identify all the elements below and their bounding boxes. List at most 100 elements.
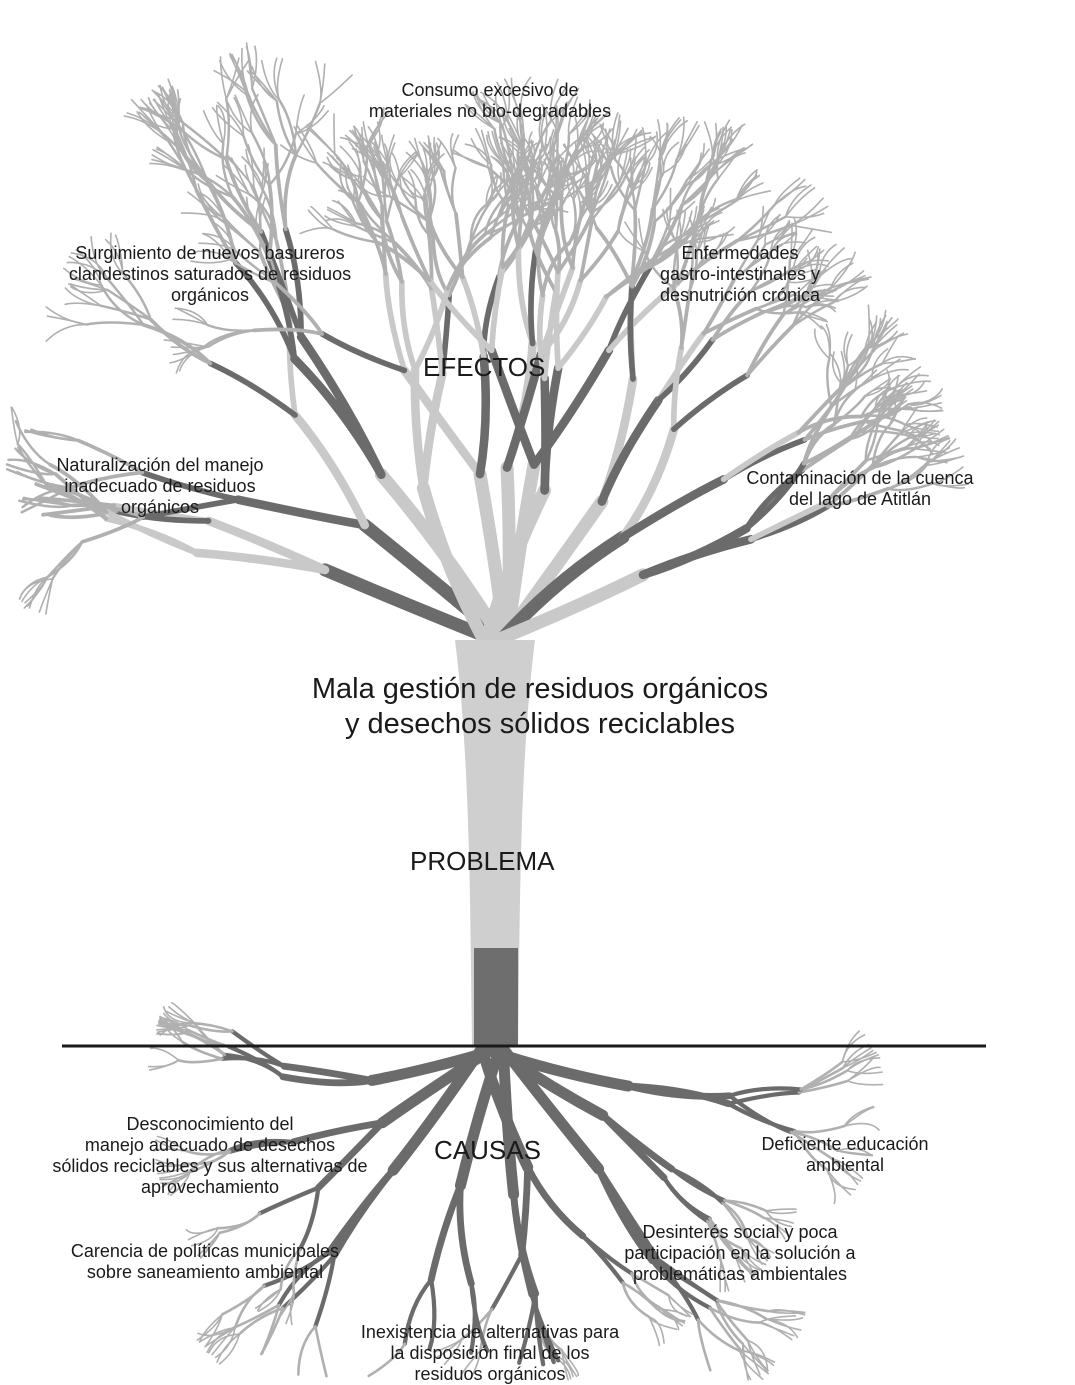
tree-branch — [242, 135, 271, 187]
tree-twig — [167, 78, 181, 128]
tree-twig — [319, 74, 353, 105]
tree-twig — [465, 104, 496, 130]
tree-branch — [842, 362, 884, 389]
tree-twig — [168, 89, 179, 135]
tree-root — [198, 1313, 224, 1343]
tree-twig — [618, 147, 629, 183]
tree-twig — [867, 330, 898, 350]
tree-branch — [540, 363, 563, 495]
tree-root — [746, 1237, 775, 1254]
tree-root — [765, 1317, 804, 1321]
tree-twig — [261, 147, 265, 190]
central-problem-line-1: Mala gestión de residuos orgánicos — [311, 673, 769, 705]
tree-twig — [611, 112, 619, 154]
tree-twig — [233, 97, 245, 138]
tree-twig — [659, 119, 682, 156]
tree-branch — [400, 366, 485, 479]
tree-branch — [30, 428, 80, 442]
tree-twig — [351, 147, 383, 172]
tree-twig — [773, 185, 807, 206]
tree-root — [667, 1294, 692, 1318]
tree-root — [621, 1281, 651, 1319]
tree-branch — [99, 304, 153, 321]
tree-branch — [688, 254, 709, 293]
tree-root — [460, 1349, 482, 1375]
tree-root — [727, 1093, 794, 1135]
tree-root — [746, 1237, 769, 1262]
tree-branch — [618, 424, 679, 542]
tree-root — [669, 1166, 727, 1203]
tree-branch — [762, 293, 808, 313]
tree-twig — [784, 187, 816, 218]
tree-twig — [736, 190, 772, 202]
tree-twig — [68, 255, 103, 287]
tree-twig — [925, 457, 958, 467]
tree-branch — [571, 179, 598, 230]
tree-branch — [278, 99, 298, 156]
tree-root — [739, 1247, 767, 1266]
tree-root — [654, 1256, 701, 1322]
tree-root — [599, 1111, 676, 1173]
tree-branch — [796, 414, 864, 435]
tree-root — [696, 1318, 712, 1372]
tree-root — [696, 1318, 741, 1353]
tree-root — [190, 1227, 219, 1247]
tree-twig — [480, 129, 492, 166]
tree-branch — [398, 278, 418, 373]
tree-branch — [16, 442, 48, 487]
tree-root — [456, 1182, 475, 1288]
tree-twig — [75, 249, 103, 287]
tree-root — [529, 1292, 561, 1363]
tree-root — [402, 1277, 434, 1346]
tree-branch — [791, 290, 831, 328]
tree-branch — [245, 93, 277, 147]
tree-twig — [215, 104, 225, 145]
tree-twig — [533, 136, 552, 168]
tree-root — [846, 1080, 884, 1086]
tree-root — [846, 1069, 883, 1075]
tree-root — [797, 1079, 849, 1094]
tree-root — [220, 1056, 287, 1069]
tree-twig — [792, 236, 816, 269]
tree-root — [723, 1199, 768, 1213]
tree-twig — [871, 368, 909, 380]
effect-naturalizacion-label: Naturalización del manejo inadecuado de … — [56, 455, 264, 517]
tree-twig — [70, 252, 108, 279]
tree-branch — [555, 293, 610, 371]
tree-branch — [70, 503, 146, 519]
tree-twig — [582, 122, 605, 149]
tree-branch — [454, 212, 465, 280]
tree-branch — [217, 217, 262, 254]
tree-twig — [716, 119, 731, 160]
tree-twig — [871, 358, 901, 380]
tree-branch — [791, 282, 813, 328]
tree-branch — [139, 469, 241, 503]
tree-twig — [567, 96, 579, 136]
tree-branch — [507, 169, 532, 208]
tree-branch — [141, 322, 213, 366]
tree-branch — [591, 159, 613, 213]
tree-twig — [389, 155, 402, 189]
tree-root — [314, 1119, 386, 1192]
tree-twig — [219, 56, 228, 100]
tree-twig — [895, 374, 929, 389]
tree-root — [208, 1333, 241, 1354]
tree-branch — [527, 229, 558, 294]
tree-branch — [855, 397, 883, 435]
tree-root — [167, 1171, 192, 1196]
tree-twig — [813, 328, 831, 360]
tree-branch — [459, 274, 487, 360]
tree-twig — [871, 332, 905, 352]
tree-twig — [296, 125, 318, 164]
tree-branch — [732, 250, 772, 282]
tree-twig — [245, 42, 253, 90]
effect-enfermedades-label: Enfermedades gastro-intestinales y desnu… — [659, 243, 821, 305]
tree-twig — [386, 134, 395, 171]
tree-root — [149, 1047, 180, 1062]
tree-branch — [177, 125, 206, 177]
tree-root — [721, 1201, 749, 1240]
tree-branch — [105, 276, 145, 327]
tree-twig — [109, 232, 124, 275]
tree-root — [841, 1051, 877, 1063]
